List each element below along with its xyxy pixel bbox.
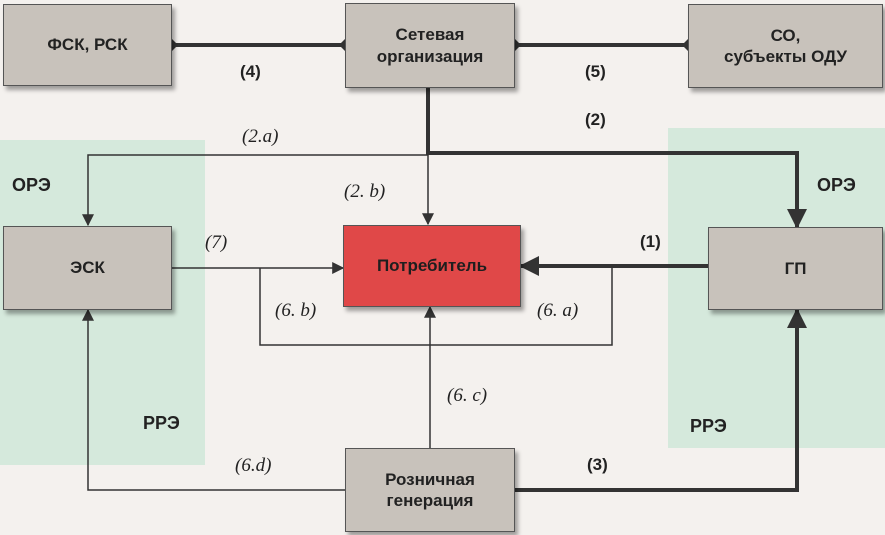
- label-link-2: (2): [585, 110, 606, 129]
- label-link-6a: (6. a): [537, 300, 579, 321]
- zone-label-ore-left: ОРЭ: [12, 175, 51, 195]
- node-consumer: Потребитель: [343, 225, 521, 307]
- label-link-4: (4): [240, 62, 261, 81]
- link-3: [515, 308, 807, 492]
- zone-label-rre-right: РРЭ: [690, 416, 727, 436]
- node-retail-generation: Розничная генерация: [345, 448, 515, 532]
- node-gp: ГП: [708, 227, 883, 310]
- link-6ab: [259, 266, 613, 346]
- node-fsk-rsk: ФСК, РСК: [3, 4, 172, 86]
- label-link-7: (7): [205, 232, 228, 253]
- label-link-1: (1): [640, 232, 661, 251]
- node-esk: ЭСК: [3, 226, 172, 310]
- link-2: [426, 88, 807, 229]
- node-network-organization: Сетевая организация: [345, 3, 515, 88]
- link-6d: [82, 308, 345, 491]
- label-link-3: (3): [587, 455, 608, 474]
- label-link-6c: (6. c): [447, 385, 488, 406]
- label-link-6d: (6.d): [235, 455, 272, 476]
- label-link-2a: (2.a): [242, 126, 279, 147]
- label-link-2b: (2. b): [344, 181, 386, 202]
- label-link-6b: (6. b): [275, 300, 317, 321]
- zone-label-ore-right: ОРЭ: [817, 175, 856, 195]
- link-2a: [82, 154, 428, 227]
- label-link-5: (5): [585, 62, 606, 81]
- node-so-odu: СО, субъекты ОДУ: [688, 4, 883, 88]
- zone-label-rre-left: РРЭ: [143, 413, 180, 433]
